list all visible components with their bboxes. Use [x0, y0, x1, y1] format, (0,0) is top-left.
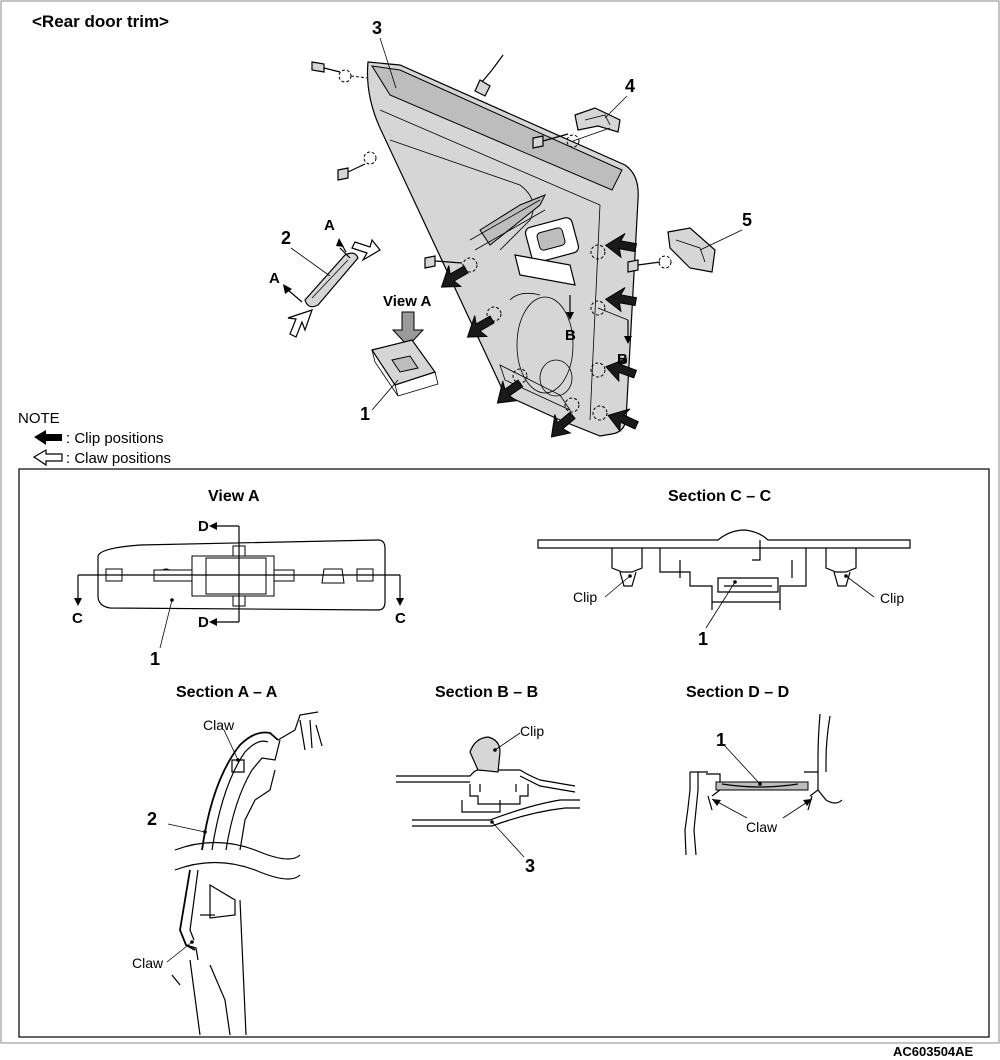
panel-section-aa-title: Section A – A	[176, 684, 278, 701]
section-aa-claw-label-top: Claw	[203, 717, 235, 733]
section-cc-clip-label-left: Clip	[573, 589, 597, 605]
section-b-letter-1: B	[565, 327, 576, 344]
leader-3	[379, 37, 397, 89]
panel-section-dd-title: Section D – D	[686, 684, 789, 701]
view-a-d-letter-top: D	[198, 518, 209, 535]
section-cc-clip-label-right: Clip	[880, 590, 904, 606]
section-bb-clip-label: Clip	[520, 723, 544, 739]
legend-claw-arrow-icon	[32, 448, 63, 467]
window-switch-part-1	[371, 339, 439, 397]
leader-5	[699, 229, 743, 251]
view-a-arrow-label: View A	[383, 293, 432, 310]
figure-id: AC603504AE	[893, 1044, 974, 1059]
legend-clip-arrow-icon	[34, 430, 62, 445]
view-a-callout-1: 1	[150, 649, 160, 669]
section-a-letter-1: A	[324, 217, 335, 234]
section-b-markers	[566, 295, 632, 344]
panel-section-bb-title: Section B – B	[435, 684, 538, 701]
legend-claw-label: : Claw positions	[66, 450, 171, 467]
legend-clip-label: : Clip positions	[66, 430, 164, 447]
section-dd-callout-1: 1	[716, 730, 726, 750]
clip-arrows	[440, 233, 639, 438]
door-trim-panel	[366, 61, 639, 437]
section-bb-callout-3: 3	[525, 856, 535, 876]
view-a-c-letter-right: C	[395, 610, 406, 627]
note-heading: NOTE	[18, 410, 60, 427]
leader-1	[371, 379, 399, 411]
section-b-letter-2: B	[617, 351, 628, 368]
section-aa-drawing	[166, 711, 323, 1036]
section-a-markers	[283, 238, 351, 303]
bracket-part-4	[572, 107, 621, 142]
section-dd-claw-label: Claw	[746, 819, 778, 835]
section-aa-claw-label-bottom: Claw	[132, 955, 164, 971]
view-a-d-letter-bottom: D	[198, 614, 209, 631]
panel-section-cc-title: Section C – C	[668, 488, 772, 505]
view-a-switch-drawing	[74, 522, 404, 649]
panel-view-a-title: View A	[208, 488, 260, 505]
callout-2: 2	[281, 228, 291, 248]
leader-2	[290, 247, 331, 277]
leader-4	[604, 95, 628, 119]
section-aa-callout-2: 2	[147, 809, 157, 829]
section-cc-callout-1: 1	[698, 629, 708, 649]
callout-4: 4	[625, 76, 635, 96]
section-a-letter-2: A	[269, 270, 280, 287]
callout-3: 3	[372, 18, 382, 38]
section-dd-drawing	[684, 713, 843, 856]
view-a-arrow	[391, 311, 425, 347]
view-a-c-letter-left: C	[72, 610, 83, 627]
callout-1: 1	[360, 404, 370, 424]
section-bb-drawing	[396, 732, 580, 858]
diagram-title: <Rear door trim>	[32, 12, 169, 31]
pull-handle-cover-part-2	[304, 252, 359, 308]
screw-fasteners	[311, 61, 672, 273]
connector-cable	[474, 54, 504, 97]
section-cc-drawing	[537, 529, 911, 629]
bracket-part-5	[667, 227, 716, 273]
claw-arrows	[287, 238, 381, 338]
detail-frame	[18, 468, 990, 1038]
callout-5: 5	[742, 210, 752, 230]
